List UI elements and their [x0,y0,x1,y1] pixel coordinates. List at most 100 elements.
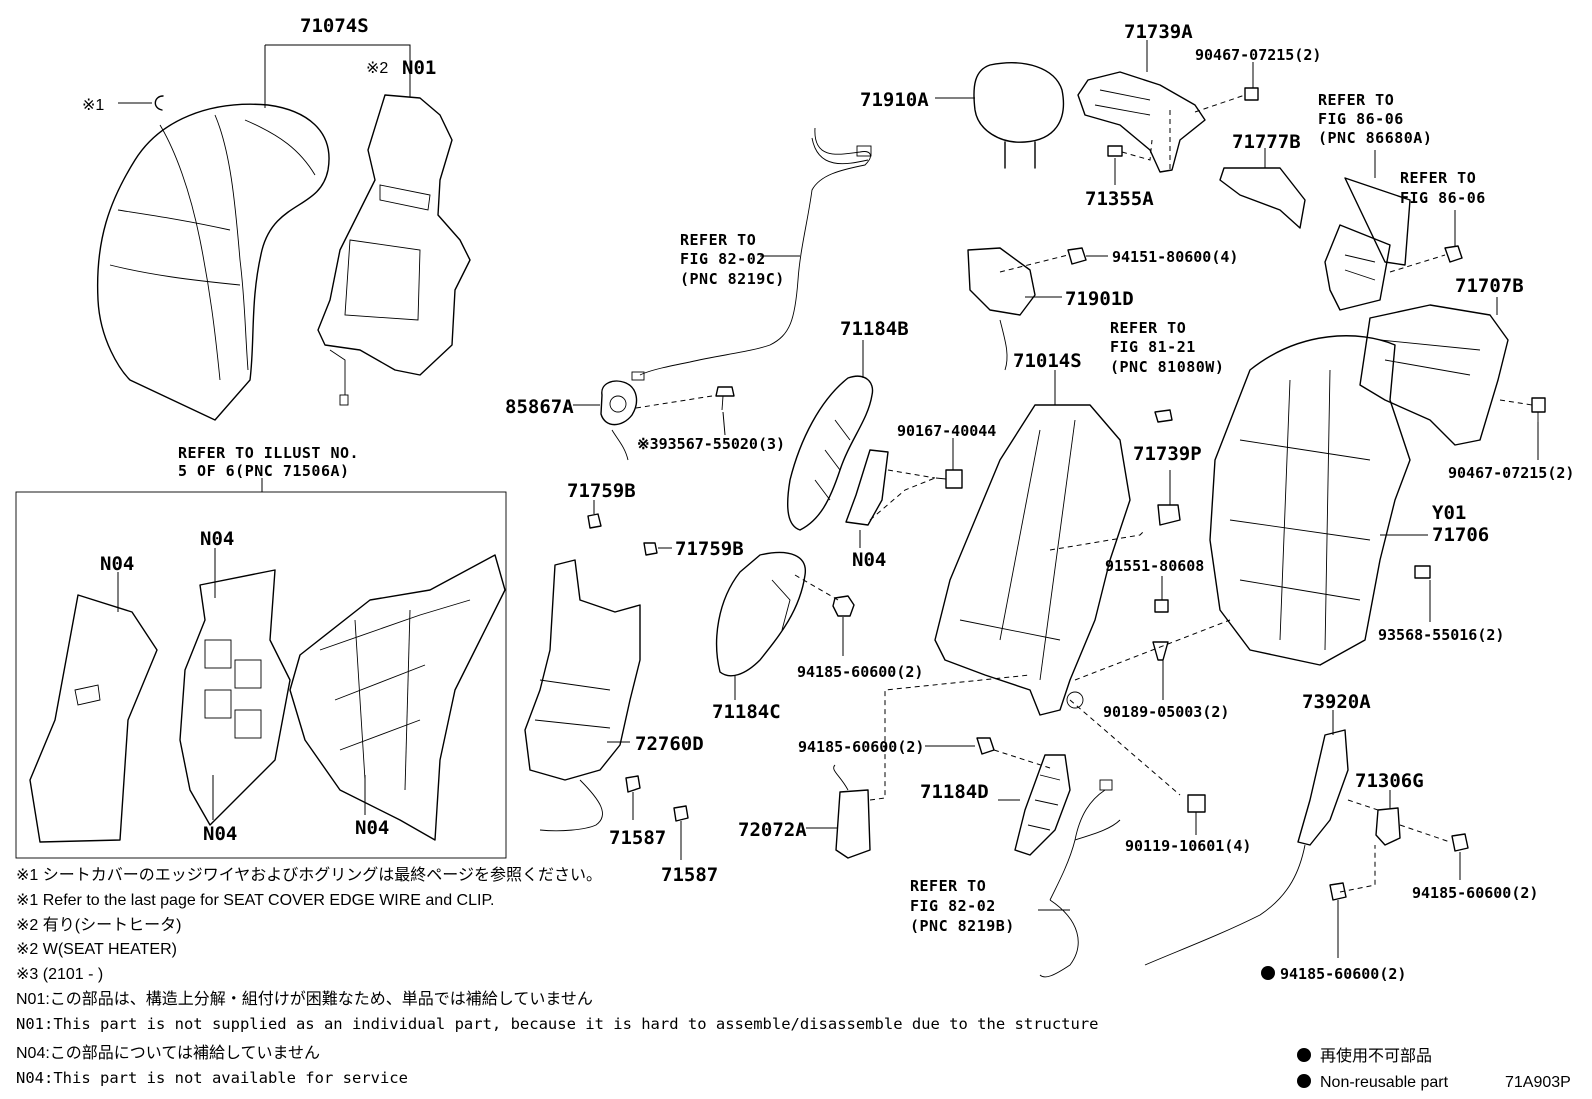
label-N04-a: N04 [100,553,134,575]
label-71777B: 71777B [1232,131,1301,153]
seat-cover-drawing [96,103,330,421]
label-90467-a: 90467-07215(2) [1195,46,1321,64]
board-71707B-drawing [1359,304,1509,446]
note-1-en: ※1 Refer to the last page for SEAT COVER… [16,892,495,909]
note-3: ※3 (2101 - ) [16,966,103,983]
label-refer82b-1: REFER TO [910,877,986,895]
bolt-91551 [1154,599,1169,613]
bolt-90119 [1187,794,1206,813]
label-refer86a-2: FIG 86-06 [1318,110,1404,128]
frame-71014S-drawing [934,404,1131,716]
label-71759B-b: 71759B [675,538,744,560]
headrest-71910A-drawing [973,62,1065,169]
inset-parts-drawing [29,554,506,843]
refer81-part [1154,409,1173,423]
label-71910A: 71910A [860,89,929,111]
label-71014S: 71014S [1013,350,1082,372]
label-93568: 93568-55016(2) [1378,626,1504,644]
label-71901D: 71901D [1065,288,1134,310]
label-71074S: 71074S [300,15,369,37]
label-refer86a-1: REFER TO [1318,91,1394,109]
label-91551: 91551-80608 [1105,557,1204,575]
non-reusable-marker-icon [1261,966,1275,980]
bracket-72760D-drawing [524,559,641,832]
note-2-en: ※2 W(SEAT HEATER) [16,941,177,958]
note-N01-jp: N01:この部品は、構造上分解・組付けが困難なため、単品では補給していません [16,990,593,1008]
label-refer86b-2: FIG 86-06 [1400,189,1486,207]
label-refer82-3: (PNC 8219C) [680,270,785,288]
harness-8219C-drawing [631,127,872,381]
label-71587-a: 71587 [609,827,666,849]
clip-90467-b [1531,397,1546,422]
label-90189: 90189-05003(2) [1103,703,1229,721]
label-71184B: 71184B [840,318,909,340]
label-71184C: 71184C [712,701,781,723]
nut-94185-b [976,737,995,755]
label-refer-illust-1: REFER TO ILLUST NO. [178,444,359,462]
label-71739P: 71739P [1133,443,1202,465]
clip-refer86b [1444,245,1463,263]
label-90467-b: 90467-07215(2) [1448,464,1574,482]
label-N01: N01 [402,57,436,79]
clip-symbol [118,95,164,111]
bolt-90167 [935,469,963,489]
label-refer86b-1: REFER TO [1400,169,1476,187]
label-refer81-3: (PNC 81080W) [1110,358,1224,376]
pad-71184B-drawing [787,375,874,531]
label-94151: 94151-80600(4) [1112,248,1238,266]
clip-71759B-a [587,513,602,529]
label-94185-c: 94185-60600(2) [1412,884,1538,902]
label-85867A: 85867A [505,396,574,418]
label-refer82-2: FIG 82-02 [680,250,766,268]
label-refer-illust-2: 5 OF 6(PNC 71506A) [178,462,350,480]
label-N04-b: N04 [200,528,234,550]
label-71355A: 71355A [1085,188,1154,210]
bracket-N04-drawing [845,449,889,526]
label-94185-a: 94185-60600(2) [797,663,923,681]
label-71759B-a: 71759B [567,480,636,502]
label-refer81-2: FIG 81-21 [1110,338,1196,356]
nut-94185-d [1329,882,1347,901]
note-2-jp: ※2 有り(シートヒータ) [16,916,181,934]
screw-93568 [1414,565,1431,579]
note-N04-en: N04:This part is not available for servi… [16,1069,408,1087]
label-Y01: Y01 [1432,502,1466,524]
inset-frame [15,491,507,859]
diagram-code: 71A903P [1505,1074,1571,1091]
clip-71739P [1157,504,1181,526]
cover-71777B-drawing [1219,167,1306,229]
label-93567: ※393567-55020(3) [637,435,785,453]
cover-71184C-drawing [715,551,806,677]
label-71587-b: 71587 [661,864,718,886]
label-71184D: 71184D [920,781,989,803]
harness-8219B-drawing [1039,779,1121,978]
label-mark2: ※2 [366,60,388,77]
bracket-71306G [1375,807,1401,846]
nut-94151 [1067,247,1087,265]
label-90119: 90119-10601(4) [1125,837,1251,855]
cover-73920A-drawing [1297,729,1349,846]
label-N04-d: N04 [355,817,389,839]
monitor-bracket-drawing [1324,177,1411,311]
label-71739A: 71739A [1124,21,1193,43]
screw-71355A [1107,145,1123,157]
module-72072A-drawing [833,764,871,859]
note-N04-jp: N04:この部品については補給していません [16,1044,320,1062]
actuator-71901D-drawing [967,247,1036,371]
backboard-71706-drawing [1209,335,1411,666]
clip-71587-a [625,775,641,793]
note-N01-en: N01:This part is not supplied as an indi… [16,1015,1099,1033]
speaker-85867A-drawing [600,380,638,461]
nut-94185-a [832,595,855,617]
label-N04-c: N04 [203,823,237,845]
label-N04-e: N04 [852,549,886,571]
screw-93567 [715,386,735,411]
label-refer82-1: REFER TO [680,231,756,249]
pad-71184D-drawing [1014,754,1071,856]
clip-71759B-b [643,542,658,556]
label-refer86a-3: (PNC 86680A) [1318,129,1432,147]
label-94185-d: 94185-60600(2) [1280,965,1406,983]
label-71306G: 71306G [1355,770,1424,792]
label-refer82b-3: (PNC 8219B) [910,917,1015,935]
